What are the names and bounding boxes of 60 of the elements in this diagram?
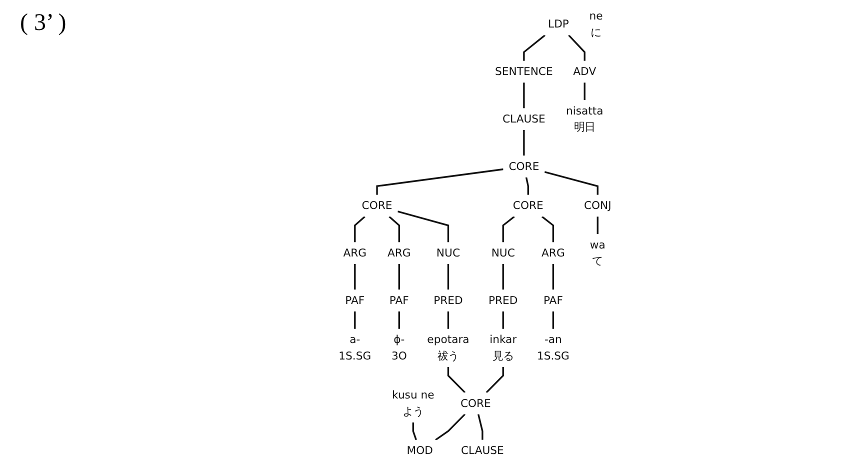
connector (397, 210, 450, 242)
node-text: -an 1S.SG (536, 332, 570, 362)
node-text: CORE (508, 160, 540, 173)
node-text: ne に (589, 9, 603, 39)
connector (552, 311, 554, 329)
connector (376, 168, 504, 195)
connector (412, 422, 417, 440)
connector (398, 311, 400, 329)
connector (552, 264, 554, 290)
node-text: CLAUSE (460, 444, 504, 457)
connector (523, 82, 525, 108)
node-text: epotara 祓う (427, 332, 470, 362)
connector (568, 34, 586, 61)
node-text: CONJ (584, 198, 612, 212)
node-text: PAF (389, 294, 409, 307)
node-text: NUC (436, 246, 460, 260)
node-text: CORE (512, 198, 544, 212)
connector (354, 311, 356, 329)
connector (398, 264, 400, 290)
connector (502, 264, 504, 290)
example-number: ( 3’ ) (20, 10, 66, 37)
node-text: nisatta 明日 (566, 104, 604, 134)
node-text: PRED (488, 294, 518, 307)
connector (354, 216, 366, 242)
node-text: MOD (406, 444, 434, 457)
connector (596, 216, 598, 234)
node-text: LDP (548, 18, 569, 30)
node-text: wa て (590, 238, 606, 268)
node-text: PRED (434, 294, 463, 307)
connector (478, 414, 484, 440)
connector (523, 130, 525, 156)
connector (584, 82, 586, 100)
node-text: NUC (491, 246, 515, 260)
node-text: kusu ne よう (392, 388, 434, 418)
node-text: PAF (543, 294, 563, 307)
connector (435, 414, 466, 441)
node-text: inkar 見る (490, 332, 517, 362)
node-text: PAF (345, 294, 365, 307)
connector (541, 216, 554, 242)
connector (544, 171, 598, 195)
connector (354, 264, 356, 290)
connector (502, 216, 515, 242)
connector (447, 366, 466, 394)
connector (447, 264, 450, 290)
connector (525, 177, 529, 195)
node-text: SENTENCE (495, 64, 553, 78)
connector (447, 311, 450, 329)
node-text: CORE (460, 396, 491, 410)
connector (523, 34, 546, 61)
connector (502, 311, 504, 329)
node-text: a- 1S.SG (338, 332, 372, 362)
node-text: ARG (387, 246, 411, 260)
node-text: CORE (362, 198, 392, 212)
node-text: CLAUSE (502, 112, 546, 126)
node-text: ADV (573, 64, 596, 78)
connector (486, 366, 504, 394)
node-text: ϕ- 3O (391, 332, 407, 362)
node-text: ARG (542, 246, 565, 260)
node-text: ARG (343, 246, 367, 260)
connector (388, 216, 400, 242)
